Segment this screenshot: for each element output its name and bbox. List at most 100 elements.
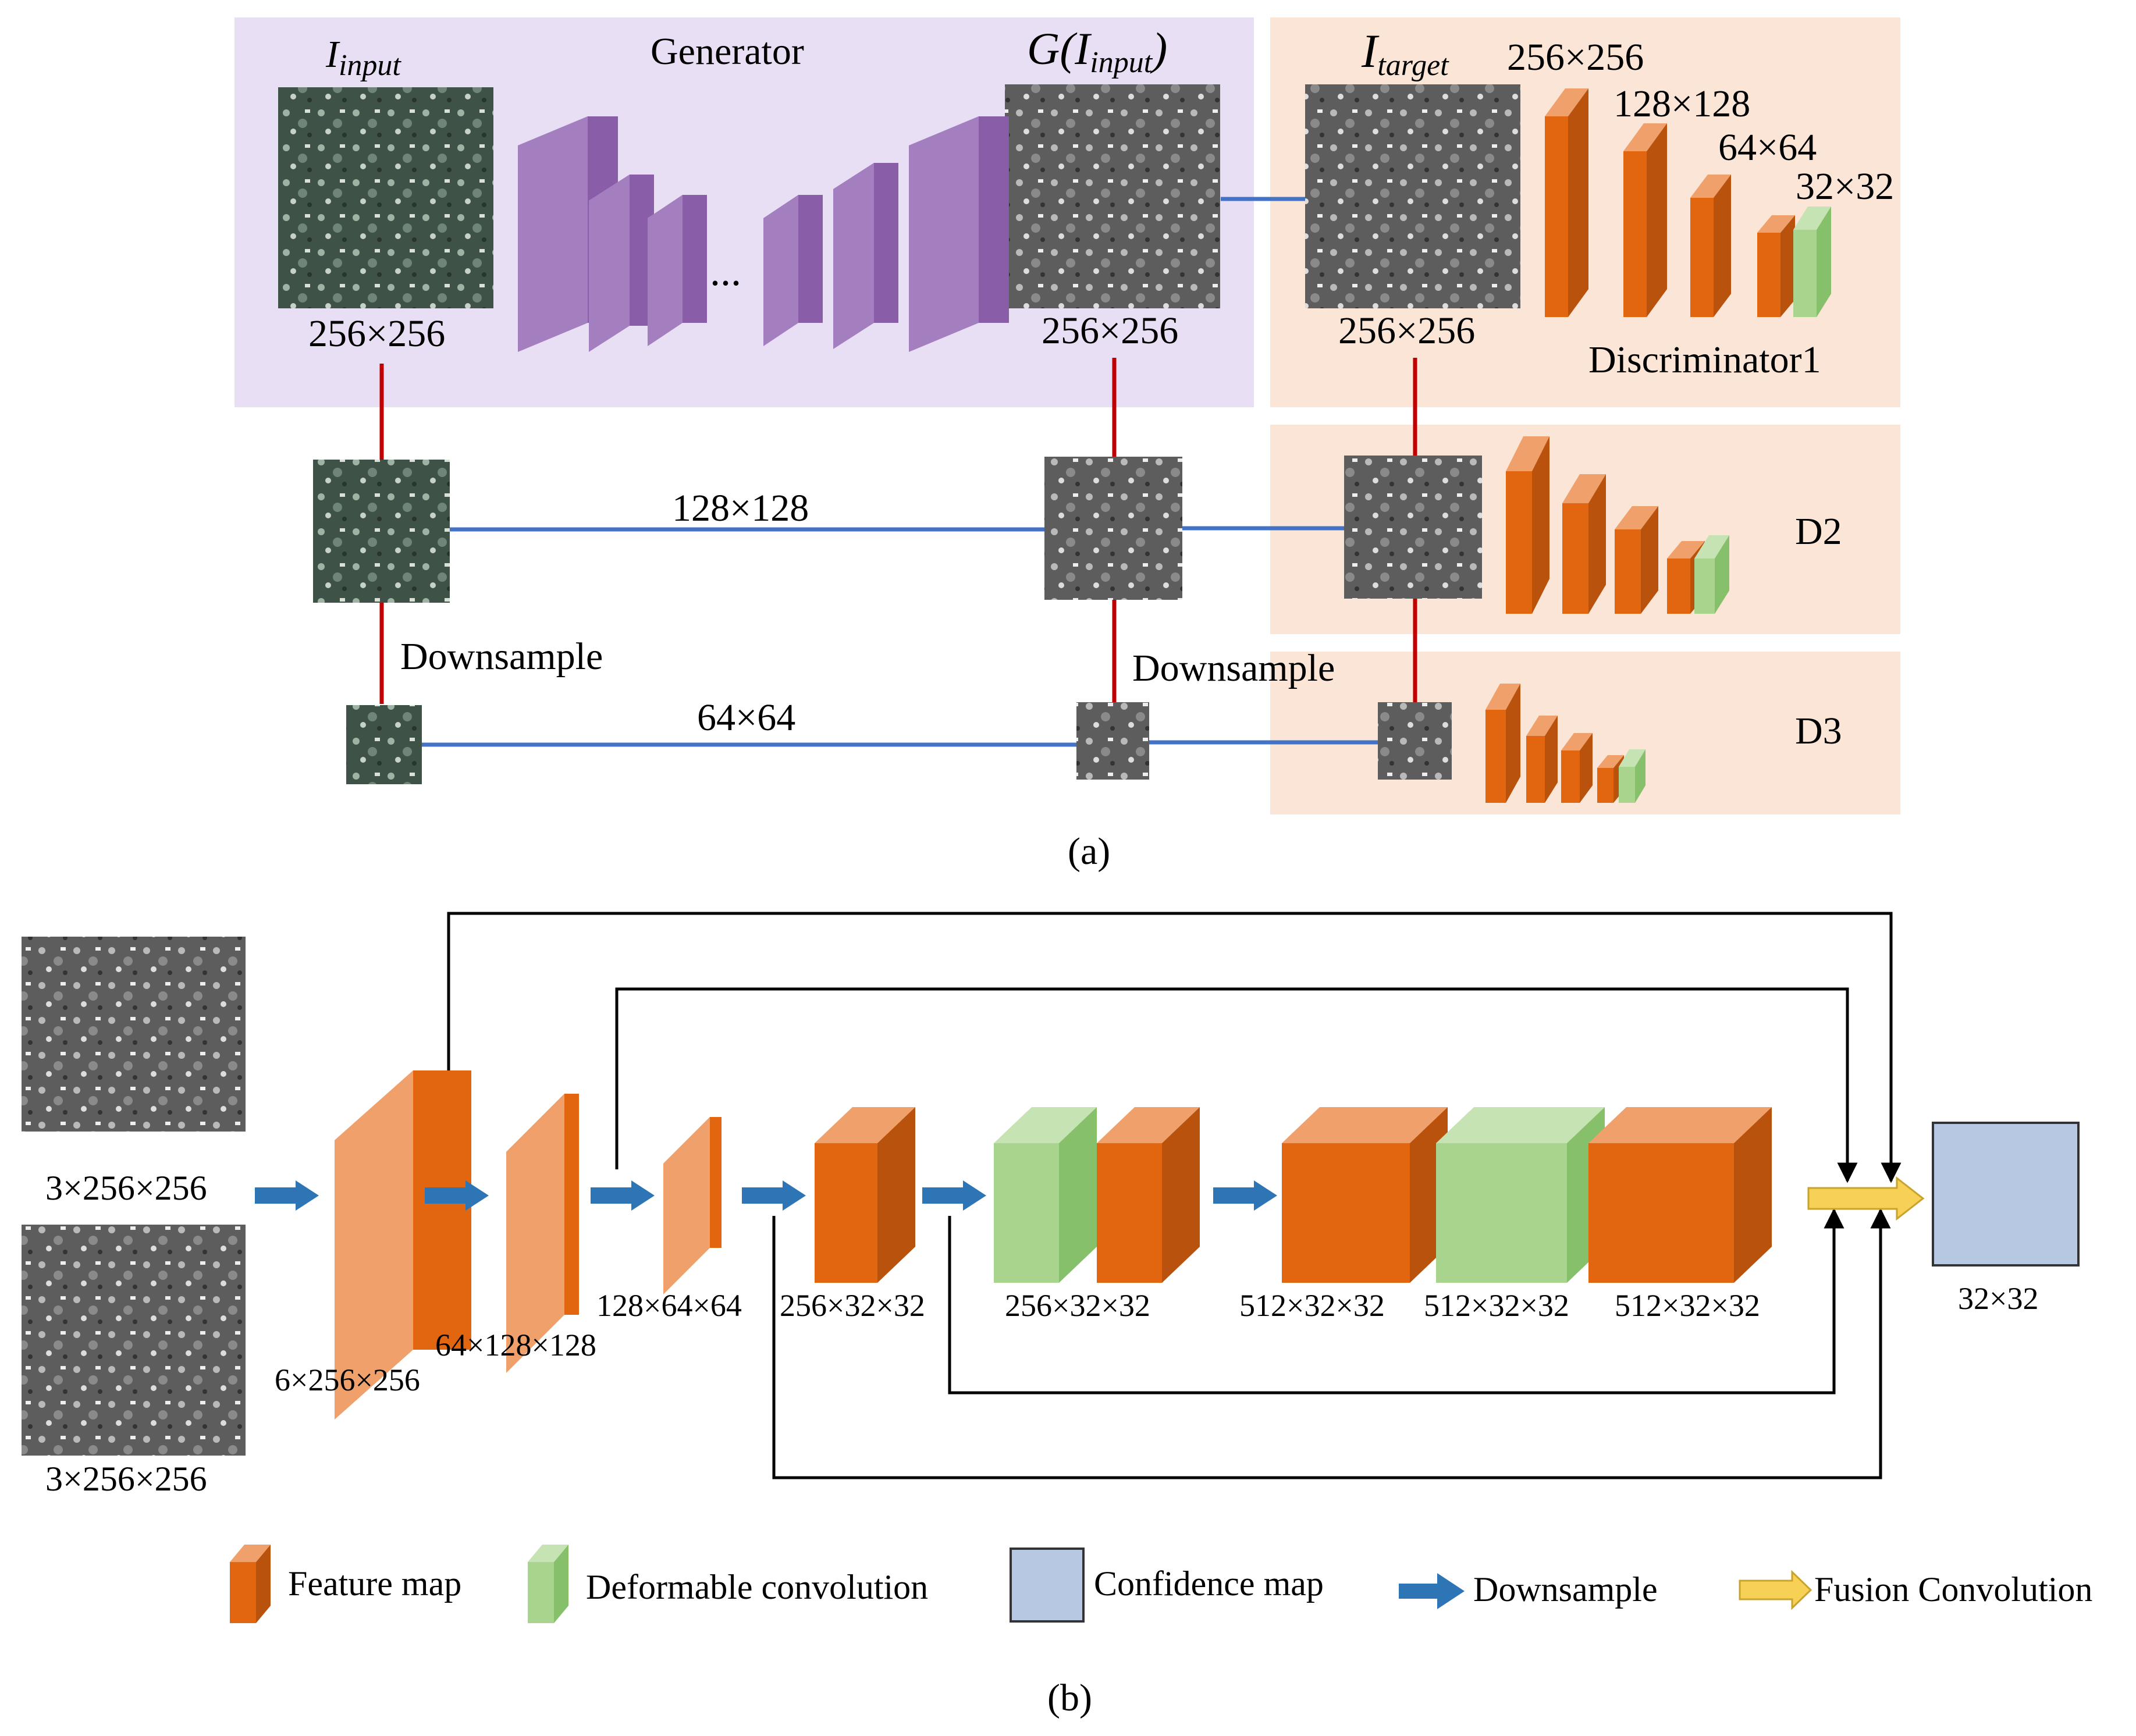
d1-block-2-top [1623, 123, 1667, 151]
net-layer-7-top [1282, 1107, 1448, 1143]
input-b-top-size: 3×256×256 [45, 1169, 207, 1207]
d2-block-5 [1694, 535, 1729, 614]
layer-2-size: 64×128×128 [435, 1328, 596, 1363]
net-layer-8-top [1436, 1107, 1605, 1143]
caption-a: (a) [1068, 830, 1110, 873]
d1-block-1-side [1568, 88, 1588, 317]
d2-block-5-front [1694, 558, 1715, 614]
layer-7-size: 512×32×32 [1424, 1288, 1569, 1323]
gen-block-6-front [979, 116, 1009, 323]
legend-confidence-label: Confidence map [1094, 1564, 1324, 1603]
generated-image-64 [1076, 702, 1149, 780]
legend-feature-box-top [230, 1545, 271, 1562]
d3-block-5-top [1619, 749, 1645, 767]
downsample-left: Downsample [400, 635, 603, 678]
d1-block-3-top [1690, 175, 1731, 198]
d3-block-2-top [1526, 716, 1558, 736]
d1-block-4-side [1780, 215, 1795, 317]
disc-size-64: 64×64 [1718, 126, 1817, 169]
gen-block-3-left [648, 195, 683, 346]
net-layer-9-side [1734, 1107, 1772, 1283]
d1-block-2 [1623, 123, 1667, 317]
d2-block-3-top [1615, 506, 1658, 529]
d3-block-3-side [1580, 733, 1593, 803]
downsample-arrow-3 [591, 1180, 655, 1211]
net-layer-6-side [1162, 1107, 1200, 1283]
generated-label: G(Iinput) [1027, 23, 1167, 79]
d3-block-5-side [1635, 749, 1645, 803]
d2-block-2-front [1562, 503, 1588, 614]
panel-a: Iinput Generator G(Iinput) Itarget 256×2… [234, 17, 1900, 873]
gen-block-6-left [909, 116, 979, 352]
skip-connection-inner [615, 987, 1858, 1183]
legend-deform-box-front [528, 1562, 554, 1623]
d2-block-1-front [1506, 471, 1532, 614]
d1-block-5-top [1793, 207, 1831, 230]
gen-block-2 [589, 175, 654, 352]
d2-block-2-side [1588, 474, 1606, 614]
generator-blocks [518, 116, 1009, 352]
legend-feature-box-front [230, 1562, 256, 1623]
confidence-map-output [1932, 1122, 2080, 1267]
d3-block-3 [1561, 733, 1593, 803]
downsample-arrow-4 [742, 1180, 806, 1211]
size-target: 256×256 [1338, 310, 1475, 352]
net-layer-9 [1588, 1107, 1772, 1283]
generator-label: Generator [651, 30, 804, 73]
disc-size-32: 32×32 [1796, 165, 1894, 208]
target-image [1305, 84, 1520, 308]
net-layer-5-side [1059, 1107, 1097, 1283]
net-layer-1 [335, 1070, 471, 1420]
net-layer-6-front [1097, 1143, 1162, 1283]
target-image-64 [1378, 702, 1452, 780]
d2-block-2 [1562, 474, 1606, 614]
input-image-64 [346, 705, 422, 784]
input-b-bottom-size: 3×256×256 [45, 1460, 207, 1498]
network-blocks [335, 1070, 1772, 1420]
d3-block-2-front [1526, 736, 1545, 803]
downsample-arrow-2 [425, 1180, 489, 1211]
net-layer-7 [1282, 1107, 1448, 1283]
disc-size-256: 256×256 [1507, 36, 1644, 79]
net-layer-7-front [1282, 1143, 1410, 1283]
skip-connection-mid [948, 1208, 1844, 1395]
legend-fusion-arrow [1739, 1570, 1812, 1610]
net-layer-5 [994, 1107, 1097, 1283]
size-generated: 256×256 [1042, 310, 1178, 352]
d3-block-5-front [1619, 767, 1635, 803]
net-layer-3 [663, 1117, 722, 1294]
gen-block-3 [648, 195, 707, 346]
net-layer-8 [1436, 1107, 1605, 1283]
size-input: 256×256 [308, 312, 445, 355]
d3-block-2-side [1545, 716, 1558, 803]
legend-deformable-swatch [528, 1545, 568, 1623]
skip-connection-outer [447, 912, 1902, 1183]
d3-block-1-side [1506, 684, 1520, 803]
layer-1-size: 6×256×256 [275, 1363, 420, 1397]
d3-block-4-front [1597, 768, 1613, 803]
discriminator1-label: Discriminator1 [1588, 339, 1821, 381]
input-image-b-bottom [22, 1225, 246, 1456]
layer-3-size: 128×64×64 [596, 1288, 742, 1323]
input-image [278, 87, 493, 308]
input-image-128 [313, 460, 450, 603]
legend-fusion-label: Fusion Convolution [1814, 1570, 2092, 1609]
d2-block-4-front [1667, 558, 1690, 614]
gen-block-6 [909, 116, 1009, 352]
generated-image [1005, 84, 1220, 308]
d2-block-3 [1615, 506, 1658, 614]
legend-deformable-label: Deformable convolution [586, 1568, 928, 1606]
net-layer-2-left [506, 1094, 564, 1373]
gen-block-4-left [763, 195, 798, 346]
d3-label: D3 [1795, 710, 1842, 752]
legend-feature-box-side [256, 1545, 271, 1623]
d1-block-1 [1545, 88, 1588, 317]
target-image-128 [1344, 456, 1482, 599]
disc-size-128: 128×128 [1613, 83, 1750, 125]
d1-block-5-side [1817, 207, 1831, 317]
d1-block-3-front [1690, 198, 1714, 317]
net-layer-4 [815, 1107, 915, 1283]
legend-downsample-label: Downsample [1473, 1570, 1658, 1609]
